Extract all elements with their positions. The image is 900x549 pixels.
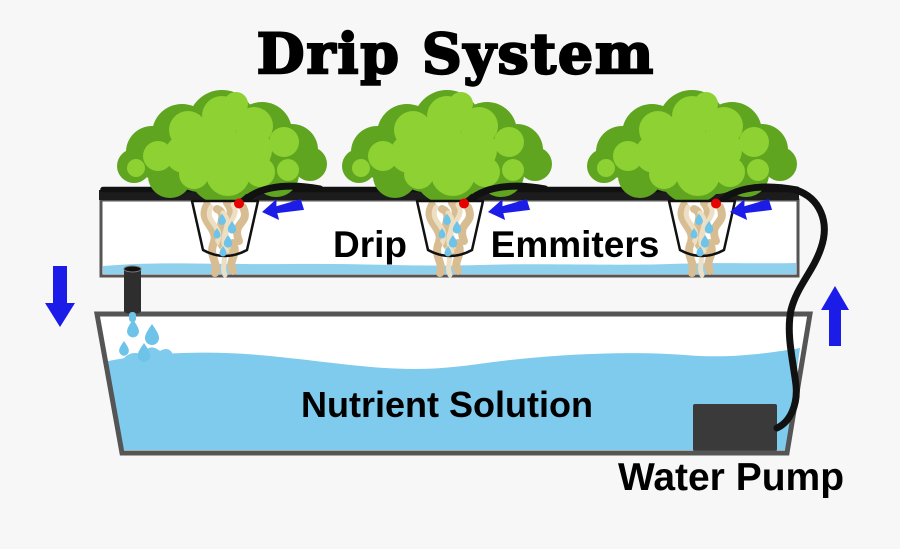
- water-pump-unit: [693, 404, 777, 451]
- flow-down-arrow: [45, 266, 75, 327]
- reservoir-outline: [94, 311, 813, 456]
- pump-return-tube: [773, 186, 828, 432]
- emmiters-label: Emmiters: [491, 224, 660, 265]
- nutrient-reservoir: Nutrient Solution: [94, 311, 813, 456]
- nutrient-solution-label: Nutrient Solution: [301, 384, 593, 425]
- drip-label: Drip: [333, 224, 407, 265]
- water-pump-label: Water Pump: [618, 456, 844, 499]
- drain-pipe: [123, 265, 142, 322]
- flow-up-arrow: [821, 286, 849, 346]
- reservoir-water: [104, 348, 800, 450]
- diagram-title: Drip System: [257, 21, 655, 86]
- drip-stream: [129, 312, 136, 322]
